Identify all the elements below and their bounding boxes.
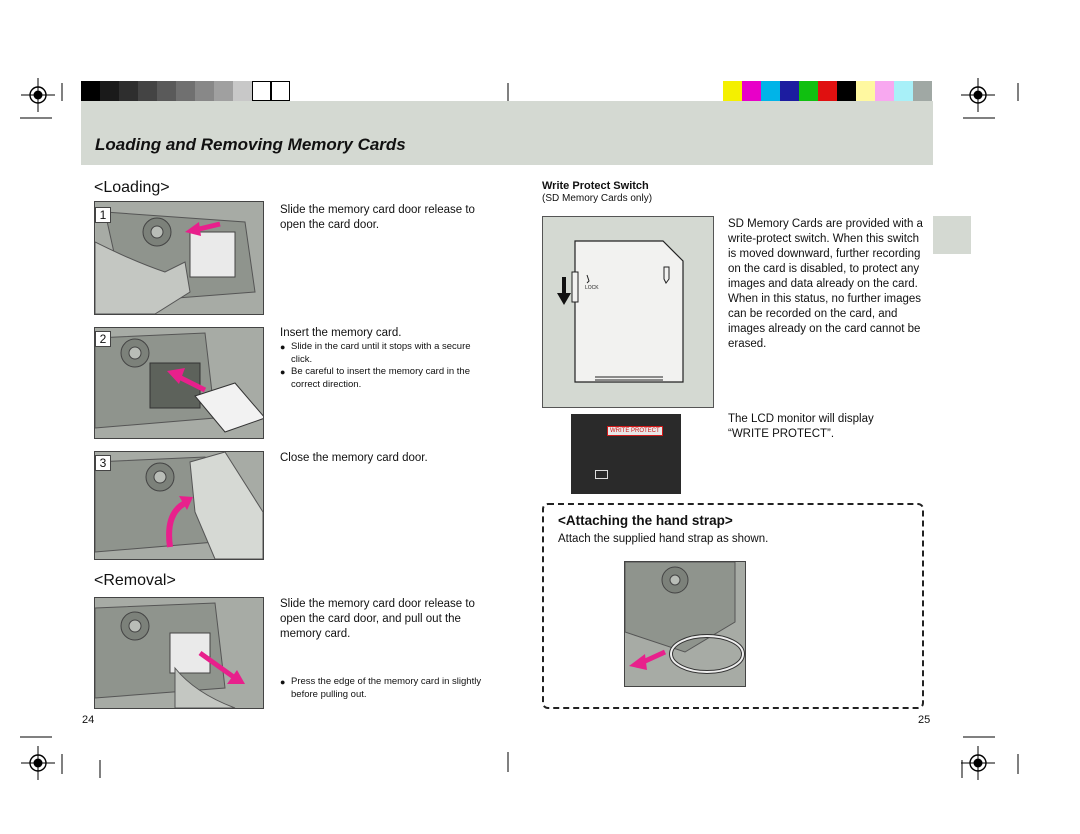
gray-patch	[81, 81, 100, 101]
write-protect-subheading: (SD Memory Cards only)	[542, 193, 653, 204]
gray-patch	[157, 81, 176, 101]
registration-mark-bottom-left	[19, 744, 57, 782]
gray-patch	[138, 81, 157, 101]
hand-strap-heading: <Attaching the hand strap>	[558, 513, 733, 528]
color-patch	[856, 81, 875, 101]
page-number-right: 25	[918, 714, 931, 726]
battery-icon	[595, 470, 608, 479]
registration-mark-top-left	[19, 76, 57, 114]
removal-text: Slide the memory card door release to op…	[280, 598, 475, 640]
gray-patch	[271, 81, 290, 101]
loading-heading: <Loading>	[94, 179, 170, 196]
step-3-number: 3	[95, 455, 111, 471]
color-patch	[723, 81, 742, 101]
step-1-number: 1	[95, 207, 111, 223]
step-2-text: Insert the memory card.	[280, 327, 402, 339]
color-patch	[837, 81, 856, 101]
gray-patch	[252, 81, 271, 101]
step-2-photo	[94, 327, 264, 439]
page-number-left: 24	[82, 714, 95, 726]
color-patch	[894, 81, 913, 101]
color-patch	[875, 81, 894, 101]
lock-label: LOCK	[585, 285, 599, 291]
hand-strap-box	[542, 503, 924, 709]
step-2-bullet: Be careful to insert the memory card in …	[280, 366, 486, 391]
gray-patch	[195, 81, 214, 101]
write-protect-heading: Write Protect Switch	[542, 180, 649, 192]
write-protect-description: SD Memory Cards are provided with a writ…	[728, 218, 923, 350]
write-protect-badge: WRITE PROTECT	[607, 426, 663, 436]
color-patch	[780, 81, 799, 101]
gray-patch	[119, 81, 138, 101]
step-2-bullet: Slide in the card until it stops with a …	[280, 341, 486, 366]
color-patch	[913, 81, 932, 101]
registration-mark-bottom-right	[959, 744, 997, 782]
step-2-number: 2	[95, 331, 111, 347]
section-tab	[933, 216, 971, 254]
hand-strap-photo	[624, 561, 746, 687]
gray-patch	[176, 81, 195, 101]
lcd-display-text: The LCD monitor will display “WRITE PROT…	[728, 413, 874, 440]
lcd-monitor: WRITE PROTECT	[571, 414, 681, 494]
page-title: Loading and Removing Memory Cards	[95, 135, 406, 154]
color-patch	[761, 81, 780, 101]
color-patch	[818, 81, 837, 101]
removal-photo	[94, 597, 264, 709]
step-1-text: Slide the memory card door release to op…	[280, 204, 475, 231]
gray-patch	[214, 81, 233, 101]
sd-card-illustration: LOCK	[542, 216, 714, 408]
gray-patch	[233, 81, 252, 101]
step-1-photo	[94, 201, 264, 315]
removal-heading: <Removal>	[94, 572, 176, 589]
hand-strap-text: Attach the supplied hand strap as shown.	[558, 533, 769, 545]
color-patch	[742, 81, 761, 101]
registration-mark-top-right	[959, 76, 997, 114]
gray-patch	[100, 81, 119, 101]
step-3-text: Close the memory card door.	[280, 452, 428, 464]
color-patch	[799, 81, 818, 101]
header-band: Loading and Removing Memory Cards	[81, 101, 933, 165]
removal-bullet: Press the edge of the memory card in sli…	[280, 676, 486, 701]
step-3-photo	[94, 451, 264, 560]
